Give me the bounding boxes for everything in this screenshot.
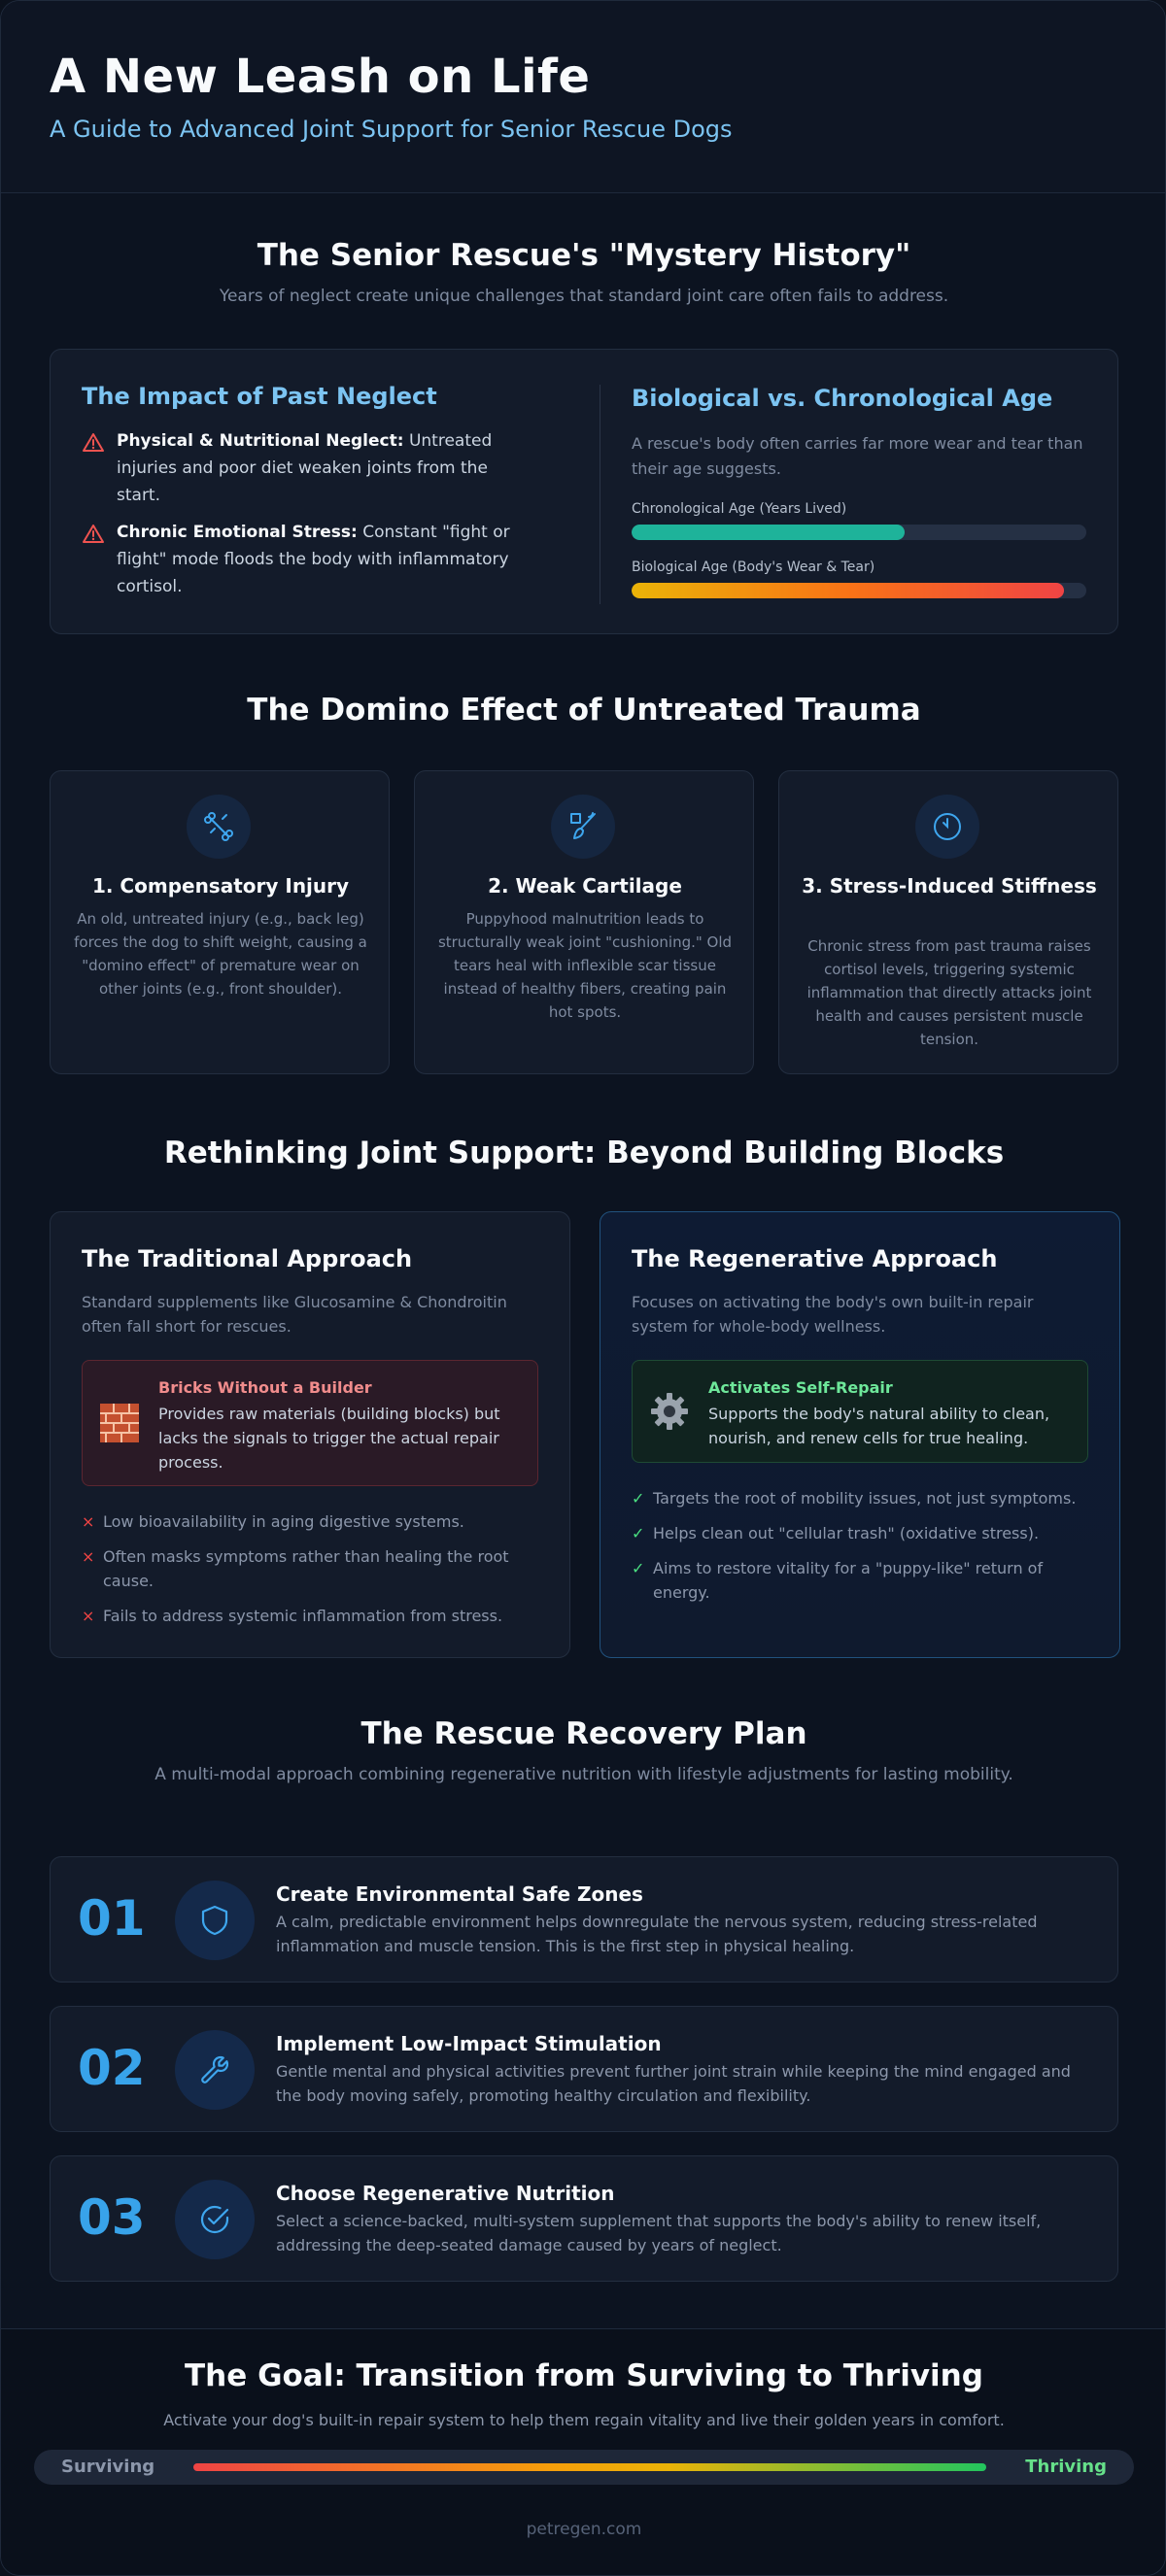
history-subtitle: Years of neglect create unique challenge… xyxy=(219,287,949,306)
goal-gradient-bar xyxy=(193,2463,986,2471)
domino-card-text: An old, untreated injury (e.g., back leg… xyxy=(74,910,367,998)
footer-domain: petregen.com xyxy=(526,2520,642,2539)
traditional-callout-title: Bricks Without a Builder xyxy=(158,1378,372,1397)
age-bar-label: Chronological Age (Years Lived) xyxy=(632,501,847,517)
bone-icon xyxy=(204,812,233,841)
chronological-age-fill xyxy=(632,525,905,540)
domino-card-text: Puppyhood malnutrition leads to structur… xyxy=(437,910,733,1021)
traditional-card: The Traditional Approach Standard supple… xyxy=(50,1211,570,1658)
regenerative-description: Focuses on activating the body's own bui… xyxy=(632,1293,1034,1336)
chronological-age-bar xyxy=(632,525,1086,540)
impact-item-bold: Chronic Emotional Stress: xyxy=(117,523,358,542)
step-number: 02 xyxy=(78,2040,146,2096)
step-text: Select a science-backed, multi-system su… xyxy=(276,2212,1042,2254)
regenerative-points: ✓Targets the root of mobility issues, no… xyxy=(632,1486,1088,1615)
step-text: A calm, predictable environment helps do… xyxy=(276,1913,1038,1955)
list-item: ✓Aims to restore vitality for a "puppy-l… xyxy=(632,1556,1088,1605)
traditional-description: Standard supplements like Glucosamine & … xyxy=(82,1293,507,1336)
header: A New Leash on Life A Guide to Advanced … xyxy=(1,1,1165,193)
step-text: Gentle mental and physical activities pr… xyxy=(276,2062,1071,2105)
goal-progress-track: Surviving Thriving xyxy=(34,2450,1134,2485)
impact-item-bold: Physical & Nutritional Neglect: xyxy=(117,431,404,451)
plan-step: 01 Create Environmental Safe Zones A cal… xyxy=(50,1856,1118,1983)
list-item: ×Often masks symptoms rather than healin… xyxy=(82,1544,538,1593)
regenerative-title: The Regenerative Approach xyxy=(632,1245,998,1272)
plan-subtitle: A multi-modal approach combining regener… xyxy=(154,1765,1013,1784)
plan-title: The Rescue Recovery Plan xyxy=(360,1716,807,1751)
check-circle-icon xyxy=(200,2205,229,2234)
list-item: ×Low bioavailability in aging digestive … xyxy=(82,1509,538,1534)
warning-icon xyxy=(83,525,104,543)
x-icon: × xyxy=(82,1547,95,1566)
brush-icon xyxy=(570,812,596,839)
domino-card-title: 1. Compensatory Injury xyxy=(91,874,350,898)
impact-item: Physical & Nutritional Neglect: Untreate… xyxy=(82,427,529,509)
shield-icon xyxy=(201,1905,228,1936)
impact-item-text: Untreated injuries and poor diet weaken … xyxy=(117,431,493,505)
domino-card: 1. Compensatory Injury An old, untreated… xyxy=(50,770,390,1074)
history-card: The Impact of Past Neglect Physical & Nu… xyxy=(50,349,1118,634)
biological-age-bar xyxy=(632,583,1086,598)
traditional-title: The Traditional Approach xyxy=(82,1245,413,1272)
impact-title: The Impact of Past Neglect xyxy=(82,383,437,410)
page-title: A New Leash on Life xyxy=(50,50,591,104)
bricks-icon xyxy=(100,1404,139,1442)
step-title: Implement Low-Impact Stimulation xyxy=(276,2032,662,2055)
biological-age-fill xyxy=(632,583,1064,598)
x-icon: × xyxy=(82,1607,95,1625)
domino-title: The Domino Effect of Untreated Trauma xyxy=(247,693,921,728)
x-icon: × xyxy=(82,1512,95,1531)
clock-icon xyxy=(934,813,961,840)
age-bar-label: Biological Age (Body's Wear & Tear) xyxy=(632,559,875,575)
list-item: ×Fails to address systemic inflammation … xyxy=(82,1604,538,1628)
traditional-points: ×Low bioavailability in aging digestive … xyxy=(82,1509,538,1639)
traditional-callout-text: Provides raw materials (building blocks)… xyxy=(158,1405,500,1472)
wrench-icon xyxy=(201,2055,229,2084)
list-item: ✓Helps clean out "cellular trash" (oxida… xyxy=(632,1521,1088,1545)
plan-step: 02 Implement Low-Impact Stimulation Gent… xyxy=(50,2006,1118,2132)
domino-card-title: 2. Weak Cartilage xyxy=(488,874,682,898)
goal-right-label: Thriving xyxy=(1025,2457,1107,2477)
goal-title: The Goal: Transition from Surviving to T… xyxy=(185,2358,983,2393)
step-title: Create Environmental Safe Zones xyxy=(276,1882,643,1906)
goal-section: The Goal: Transition from Surviving to T… xyxy=(1,2328,1165,2575)
regenerative-callout: Activates Self-Repair Supports the body'… xyxy=(632,1360,1088,1463)
domino-card-title: 3. Stress-Induced Stiffness xyxy=(802,874,1097,898)
plan-step: 03 Choose Regenerative Nutrition Select … xyxy=(50,2155,1118,2282)
history-title: The Senior Rescue's "Mystery History" xyxy=(257,238,911,273)
regenerative-callout-text: Supports the body's natural ability to c… xyxy=(708,1405,1050,1447)
domino-card: 3. Stress-Induced Stiffness Chronic stre… xyxy=(778,770,1118,1074)
impact-item: Chronic Emotional Stress: Constant "figh… xyxy=(82,519,529,600)
domino-card-text: Chronic stress from past trauma raises c… xyxy=(806,937,1092,1048)
list-item: ✓Targets the root of mobility issues, no… xyxy=(632,1486,1088,1510)
step-title: Choose Regenerative Nutrition xyxy=(276,2182,615,2205)
goal-left-label: Surviving xyxy=(61,2457,155,2477)
age-title: Biological vs. Chronological Age xyxy=(632,385,1053,412)
check-icon: ✓ xyxy=(632,1559,645,1577)
step-number: 01 xyxy=(78,1890,146,1947)
goal-subtitle: Activate your dog's built-in repair syst… xyxy=(163,2411,1005,2429)
traditional-callout: Bricks Without a Builder Provides raw ma… xyxy=(82,1360,538,1486)
check-icon: ✓ xyxy=(632,1489,645,1508)
check-icon: ✓ xyxy=(632,1524,645,1542)
warning-icon xyxy=(83,433,104,452)
domino-card: 2. Weak Cartilage Puppyhood malnutrition… xyxy=(414,770,754,1074)
impact-item-text: Constant "fight or flight" mode floods t… xyxy=(117,523,510,596)
page-subtitle: A Guide to Advanced Joint Support for Se… xyxy=(50,116,733,143)
gear-icon xyxy=(651,1393,688,1430)
step-number: 03 xyxy=(78,2189,146,2246)
rethink-title: Rethinking Joint Support: Beyond Buildin… xyxy=(163,1135,1005,1170)
regenerative-callout-title: Activates Self-Repair xyxy=(708,1378,893,1397)
regenerative-card: The Regenerative Approach Focuses on act… xyxy=(600,1211,1120,1658)
age-description: A rescue's body often carries far more w… xyxy=(632,434,1083,478)
